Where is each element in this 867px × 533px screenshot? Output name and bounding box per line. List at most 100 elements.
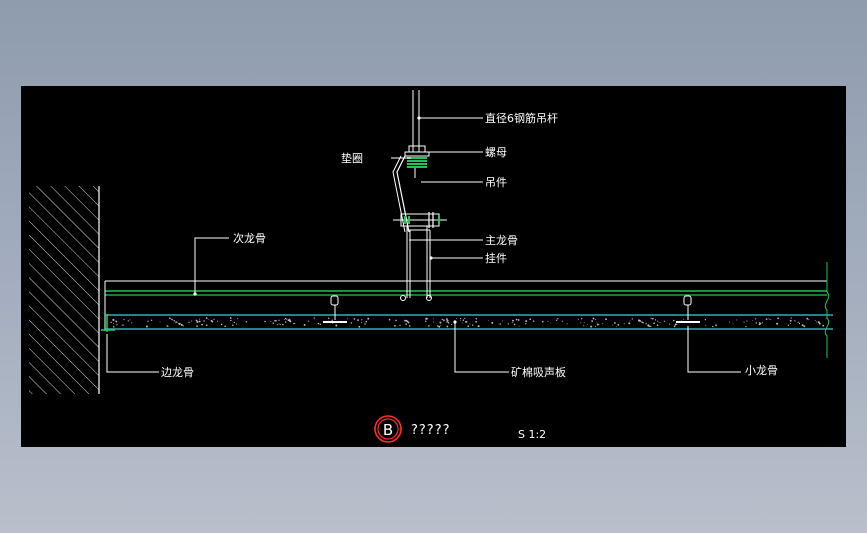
board-speckle — [629, 320, 631, 322]
board-speckle — [769, 318, 771, 321]
scale-label: S 1:2 — [518, 428, 546, 441]
board-speckle — [475, 320, 477, 323]
label-secondary-keel: 次龙骨 — [233, 231, 266, 245]
board-speckle — [220, 323, 223, 326]
board-speckle — [147, 320, 149, 322]
board-speckle — [561, 320, 563, 322]
board-speckle — [182, 325, 185, 327]
board-speckle — [471, 324, 474, 326]
board-speckle — [237, 318, 239, 320]
board-speckle — [623, 323, 625, 325]
board-speckle — [288, 319, 291, 322]
board-speckle — [335, 324, 338, 327]
board-speckle — [583, 325, 585, 327]
board-speckle — [628, 322, 631, 325]
board-speckle — [464, 317, 466, 320]
main-keel-bolt — [393, 212, 447, 228]
board-speckle — [825, 317, 827, 319]
detail-circle-inner — [377, 418, 399, 440]
board-speckle — [512, 319, 514, 322]
board-speckle — [285, 321, 287, 323]
board-speckle — [529, 318, 532, 321]
board-speckle — [518, 320, 520, 322]
board-speckle — [198, 320, 201, 323]
board-speckle — [112, 326, 115, 328]
board-speckle — [648, 325, 651, 328]
board-speckle — [822, 324, 825, 327]
break-line — [824, 262, 830, 358]
board-speckle — [683, 318, 685, 320]
board-speckle — [475, 317, 478, 320]
suspension-rod — [412, 90, 420, 152]
board-speckle — [590, 325, 593, 328]
board-speckle — [232, 324, 234, 326]
mineral-wool-board — [105, 314, 833, 330]
small-keel-right — [676, 295, 700, 323]
board-speckle — [605, 318, 607, 321]
board-speckle — [587, 323, 589, 325]
board-speckle — [167, 325, 169, 327]
clip-legs — [400, 226, 432, 301]
board-speckle — [198, 318, 201, 320]
board-speckle — [550, 322, 552, 324]
board-speckle — [407, 321, 410, 324]
board-speckle — [303, 323, 306, 326]
board-speckle — [732, 323, 734, 325]
board-speckle — [765, 318, 768, 320]
board-speckle — [755, 322, 758, 324]
board-speckle — [121, 324, 123, 326]
board-speckle — [794, 320, 796, 322]
board-speckle — [364, 323, 366, 325]
board-speckle — [580, 322, 582, 324]
board-speckle — [216, 320, 219, 322]
board-speckle — [790, 317, 792, 319]
board-speckle — [705, 325, 707, 327]
board-speckle — [395, 319, 397, 322]
board-speckle — [776, 322, 779, 325]
board-speckle — [230, 319, 232, 322]
board-speckle — [361, 322, 363, 324]
board-speckle — [319, 323, 322, 326]
board-speckle — [446, 325, 449, 328]
board-speckle — [191, 320, 193, 322]
detail-letter: B — [383, 421, 393, 439]
board-speckle — [196, 320, 198, 322]
board-speckle — [115, 321, 118, 323]
board-speckle — [819, 323, 821, 325]
board-speckle — [736, 319, 738, 321]
board-speckle — [814, 319, 816, 321]
board-speckle — [672, 319, 675, 322]
board-speckle — [798, 321, 800, 323]
board-speckle — [127, 320, 129, 322]
board-speckle — [581, 318, 583, 320]
label-washer: 垫圈 — [341, 151, 363, 165]
board-speckle — [459, 320, 461, 321]
board-speckle — [502, 320, 504, 322]
board-speckle — [308, 320, 310, 322]
board-speckle — [602, 322, 604, 324]
board-speckle — [203, 320, 205, 322]
board-speckle — [275, 319, 277, 322]
board-speckle — [787, 324, 789, 326]
board-speckle — [566, 323, 568, 325]
board-speckle — [270, 321, 272, 322]
board-speckle — [425, 317, 428, 320]
board-speckle — [525, 323, 527, 325]
board-speckle — [645, 323, 647, 325]
board-speckle — [447, 321, 450, 324]
ceiling-section-drawing: 直径6钢筋吊杆 垫圈 螺母 吊件 次龙骨 主龙骨 挂件 边龙骨 矿棉吸声板 小龙… — [29, 90, 833, 443]
board-speckle — [365, 320, 368, 323]
board-speckle — [436, 325, 439, 327]
board-speckle — [331, 319, 333, 321]
label-clip: 挂件 — [485, 251, 507, 265]
board-speckle — [466, 321, 468, 323]
detail-title: ????? — [411, 423, 451, 438]
board-speckle — [277, 324, 279, 326]
board-speckle — [174, 320, 176, 322]
board-speckle — [280, 324, 281, 326]
hanger-piece — [392, 155, 416, 233]
cad-drawing-canvas: 直径6钢筋吊杆 垫圈 螺母 吊件 次龙骨 主龙骨 挂件 边龙骨 矿棉吸声板 小龙… — [21, 86, 846, 447]
board-speckle — [752, 319, 754, 321]
board-speckle — [615, 326, 617, 328]
board-speckle — [459, 317, 462, 320]
